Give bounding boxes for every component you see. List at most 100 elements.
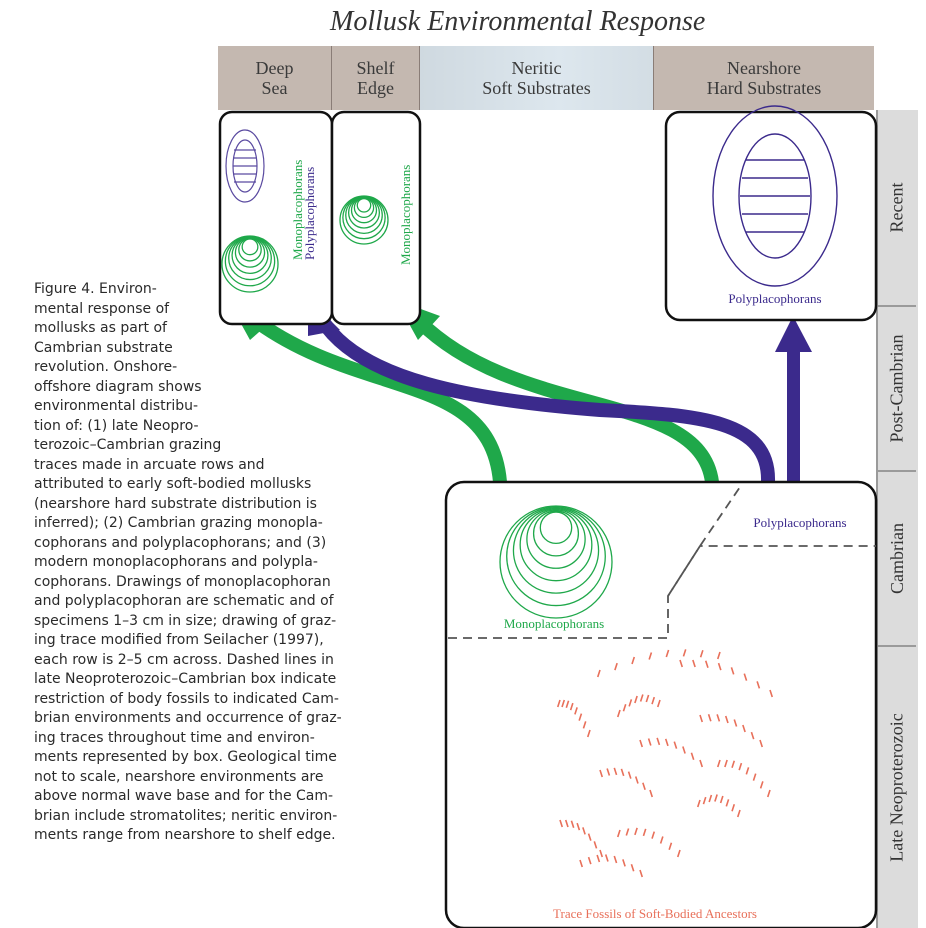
trace-mark [719,795,724,804]
caption-line: ing trace modified from Seilacher (1997)… [34,632,324,648]
trace-mark [702,796,707,805]
trace-mark [639,694,644,702]
trace-mark [559,819,564,828]
monoplacophoran-drawing-deep-sea [221,235,279,293]
label-nearshore-poly: Polyplacophorans [728,291,821,306]
caption-line: each row is 2–5 cm across. Dashed lines … [34,651,334,668]
trace-mark [647,738,652,746]
trace-mark [651,696,656,705]
caption-line: terozoic–Cambrian grazing [34,437,222,453]
header-nearshore-line1: Nearshore [727,58,801,78]
trace-mark [569,702,574,711]
label-trace-fossils: Trace Fossils of Soft-Bodied Ancestors [553,906,757,921]
trace-mark [682,746,686,754]
label-deep-mono: Monoplacophorans [290,160,305,260]
trace-mark [620,768,625,777]
shell-growth-line [499,505,613,619]
trace-mark [631,656,636,665]
trace-mark [576,822,581,831]
label-cambrian-poly: Polyplacophorans [753,515,846,530]
trace-mark [743,673,748,681]
header-deep-sea-line1: Deep [255,58,294,78]
arrow-poly-to-nearshore [775,316,812,482]
caption-line: above normal wave base and for the Cam- [34,788,334,804]
header-shelf-edge-line2: Edge [357,78,394,98]
box-cambrian-neoproterozoic [444,480,878,928]
shell-growth-line [526,509,586,569]
trace-mark [642,828,647,837]
caption-line: ments represented by box. Geological tim… [34,749,337,765]
trace-mark [565,700,570,708]
trace-mark [596,669,601,678]
trace-mark [704,660,709,668]
trace-mark [724,759,728,768]
shell-growth-line [356,197,372,213]
caption-line: attributed to early soft-bodied mollusks [34,476,312,492]
trace-mark [690,752,695,761]
diagram-title: Mollusk Environmental Response [330,6,706,37]
trace-mark [656,737,661,746]
trace-mark [699,649,704,658]
trace-mark [587,856,592,865]
caption-line: brian environments and occurrence of gra… [34,710,342,726]
trace-mark [659,836,664,844]
trace-mark [579,859,584,868]
trace-mark [645,694,650,703]
trace-mark [561,699,566,708]
trace-mark [752,773,757,781]
trace-mark [582,721,587,729]
caption-line: inferred); (2) Cambrian grazing monopla- [34,515,323,531]
polyplacophoran-drawing-small [225,129,265,203]
trace-mark [613,767,618,776]
trace-mark [731,760,736,768]
trace-mark [707,713,712,722]
trace-mark [587,833,592,841]
monoplacophoran-drawing-shelf-edge [339,195,389,245]
label-shelf-mono: Monoplacophorans [398,165,413,265]
trace-mark [742,724,746,733]
header-neritic-line1: Neritic [511,58,562,78]
trace-mark [570,820,575,828]
trace-mark [745,767,750,775]
trace-mark [596,854,601,863]
trace-mark [649,789,654,798]
label-cambrian-mono: Monoplacophorans [504,616,604,631]
trace-mark [556,699,561,708]
time-divider [878,305,916,307]
header-deep-sea-line2: Sea [261,78,288,98]
trace-mark [769,689,774,698]
trace-mark [586,729,591,738]
trace-mark [656,699,661,708]
trace-mark [634,776,639,784]
shell-growth-line [532,510,580,557]
trace-mark [564,819,569,828]
caption-line: and polyplacophoran are schematic and of [34,593,334,609]
header-neritic: Neritic Soft Substrates [420,46,654,110]
caption-line: offshore diagram shows [34,378,202,395]
caption-line: (nearshore hard substrate distribution i… [34,495,317,512]
trace-mark [766,789,771,798]
trace-mark [731,803,736,812]
header-nearshore-line2: Hard Substrates [706,78,822,98]
caption-line: restriction of body fossils to indicated… [34,690,339,707]
shell-growth-line [506,506,606,607]
shell-growth-line [539,511,573,545]
shell-growth-line [241,238,259,256]
caption-line: revolution. Onshore- [34,359,178,375]
shell-growth-line [512,507,600,594]
trace-mark [651,831,656,839]
trace-mark [648,652,653,660]
trace-mark [628,699,633,707]
trace-mark [664,738,669,747]
trace-mark [714,794,718,802]
trace-mark [717,662,722,671]
trace-mark [639,739,644,748]
caption-line: modern monoplacophorans and polypla- [34,554,318,570]
trace-mark [724,715,729,724]
header-deep-sea: Deep Sea [218,46,332,110]
polyplacophoran-drawing-large [712,105,838,287]
label-deep-poly: Polyplacophorans [302,167,317,260]
box-recent-shelf-edge [330,110,422,326]
caption-line: cophorans and polyplacophorans; and (3) [34,534,327,551]
